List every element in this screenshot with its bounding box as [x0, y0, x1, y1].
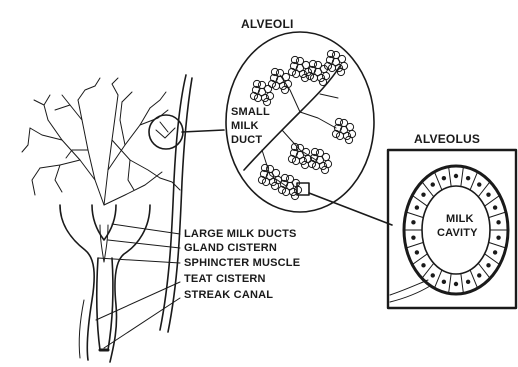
- cell-nucleus: [477, 273, 481, 277]
- cell-nucleus: [411, 235, 415, 239]
- cell-nucleus: [493, 205, 497, 209]
- small-milk-duct-label-line3: DUCT: [231, 134, 262, 147]
- cell-nucleus: [421, 192, 425, 196]
- label-teat-cistern: TEAT CISTERN: [184, 273, 266, 286]
- alveolus-bubble: [316, 149, 323, 156]
- cell-nucleus: [496, 220, 500, 224]
- cell-divider: [485, 254, 500, 265]
- cell-nucleus: [421, 263, 425, 267]
- cell-divider: [461, 274, 464, 294]
- label-large-milk-ducts: LARGE MILK DUCTS: [184, 228, 297, 241]
- small-milk-duct-label-line2: MILK: [231, 120, 259, 133]
- alveolus-bubble: [258, 81, 265, 88]
- small-milk-duct-label-line1: SMALL: [231, 106, 270, 119]
- cell-divider: [406, 212, 423, 218]
- alveolus-bubble: [340, 119, 347, 126]
- alveolus-bubble: [314, 61, 321, 68]
- milk-cavity-label-line2: CAVITY: [437, 227, 478, 240]
- alveolus-bubble: [332, 51, 339, 58]
- alveolus-bubble: [266, 165, 273, 172]
- cell-nucleus: [411, 220, 415, 224]
- cell-nucleus: [415, 205, 419, 209]
- cell-nucleus: [454, 282, 458, 286]
- alveoli-title: ALVEOLI: [241, 18, 294, 31]
- cell-nucleus: [493, 250, 497, 254]
- zoom-connector-line: [182, 130, 224, 132]
- zoom-connector-line-2: [309, 193, 392, 225]
- cell-divider: [434, 270, 441, 288]
- cell-nucleus: [415, 250, 419, 254]
- cell-nucleus: [486, 263, 490, 267]
- alveoli-clusters: [250, 50, 355, 199]
- cell-divider: [412, 254, 427, 265]
- alveolus-title: ALVEOLUS: [414, 133, 480, 146]
- cell-nucleus: [486, 192, 490, 196]
- cell-divider: [434, 172, 441, 190]
- cell-divider: [489, 212, 506, 218]
- alveolus-bubble: [286, 175, 293, 182]
- cell-nucleus: [442, 176, 446, 180]
- cell-divider: [449, 167, 452, 187]
- cell-divider: [412, 195, 427, 206]
- milk-cavity-label-line1: MILK: [446, 213, 474, 226]
- cell-divider: [461, 167, 464, 187]
- cell-nucleus: [442, 280, 446, 284]
- cell-divider: [489, 242, 506, 248]
- cell-nucleus: [466, 280, 470, 284]
- cell-nucleus: [466, 176, 470, 180]
- cell-divider: [485, 195, 500, 206]
- cell-nucleus: [477, 182, 481, 186]
- cell-nucleus: [454, 174, 458, 178]
- cell-divider: [449, 274, 452, 294]
- cell-divider: [406, 242, 423, 248]
- cell-nucleus: [431, 273, 435, 277]
- label-sphincter-muscle: SPHINCTER MUSCLE: [184, 257, 300, 270]
- label-streak-canal: STREAK CANAL: [184, 289, 273, 302]
- gland-tree: [22, 78, 180, 205]
- cell-divider: [470, 172, 477, 190]
- alveolus-bubble: [296, 57, 303, 64]
- cell-nucleus: [431, 182, 435, 186]
- cell-nucleus: [496, 235, 500, 239]
- label-gland-cistern: GLAND CISTERN: [184, 242, 277, 255]
- cell-divider: [470, 270, 477, 288]
